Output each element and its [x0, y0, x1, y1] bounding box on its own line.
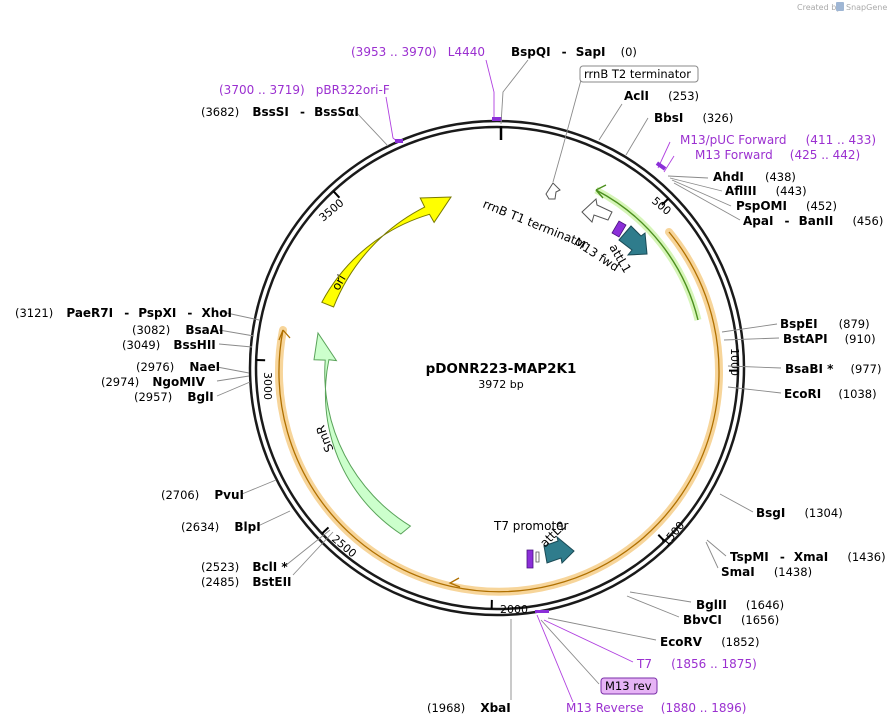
- ngomiv-label: (2974) NgoMIV: [101, 371, 206, 390]
- pbr322ori-f-primer-label: (3700 .. 3719) pBR322ori-F: [219, 79, 390, 98]
- plasmid-length: 3972 bp: [478, 378, 523, 391]
- l4440-primer-label: (3953 .. 3970) L4440: [351, 41, 485, 60]
- tick-mark-500: [661, 197, 670, 206]
- bsteii-label: (2485) BstEII: [201, 571, 292, 590]
- bgli-label: (2957) BglI: [134, 386, 214, 405]
- tick-label-2000: 2000: [500, 603, 528, 616]
- ori-label: ori: [329, 272, 349, 293]
- snapgene-logo-icon: [836, 2, 844, 11]
- smr-feature-arrow: [313, 331, 412, 535]
- bsgi-label: BsgI (1304): [756, 502, 843, 521]
- bsabi-label: BsaBI * (977): [785, 358, 881, 377]
- watermark-created-by: Created by: [797, 3, 841, 12]
- rrnb-t1-terminator-arrow: [581, 198, 613, 223]
- bsshii-label: (3049) BssHII: [122, 334, 216, 353]
- apai-banii-label: ApaI - BanII (456): [743, 210, 883, 229]
- pspomi-label: PspOMI (452): [736, 195, 837, 214]
- m13-rev-label-box: [600, 677, 658, 695]
- orf-highlight: [275, 228, 723, 596]
- rrnb-t2-terminator-label: rrnB T2 terminator: [584, 67, 691, 81]
- tspmi-xmai-label: TspMI - XmaI (1436): [730, 546, 886, 565]
- paer7i-pspxi-xhoi-label: (3121) PaeR7I - PspXI - XhoI: [15, 302, 232, 321]
- plasmid-name: pDONR223-MAP2K1: [426, 361, 577, 377]
- tick-mark-3500: [332, 190, 341, 199]
- bglii-label: BglII (1646): [696, 594, 784, 613]
- aflii-label: AflIII (443): [725, 180, 807, 199]
- naei-label: (2976) NaeI: [136, 356, 220, 375]
- m13-puc-forward-label: M13/pUC Forward (411 .. 433): [680, 129, 876, 148]
- ori-feature-arrow: [321, 196, 452, 308]
- watermark-brand: SnapGene: [846, 3, 887, 12]
- bsaai-label: (3082) BsaAI: [132, 319, 223, 338]
- tick-label-1000: 1000: [728, 348, 741, 376]
- tick-label-3000: 3000: [261, 372, 274, 400]
- m13-reverse-label: M13 Reverse (1880 .. 1896): [566, 697, 746, 716]
- tick-mark-1500: [657, 534, 666, 542]
- attl2-feature-arrow: [543, 535, 575, 565]
- bbsi-label: BbsI (326): [654, 107, 733, 126]
- rrnb-t2-label-box: [579, 65, 699, 83]
- t7-promoter-label: T7 promoter: [493, 519, 569, 533]
- tick-label-3500: 3500: [317, 196, 347, 224]
- m13-fwd-primer-mark: [611, 220, 627, 238]
- blpi-label: (2634) BlpI: [181, 516, 261, 535]
- backbone-inner-circle: [254, 125, 740, 611]
- green-feature-arc: [594, 184, 702, 321]
- smai-label: SmaI (1438): [721, 561, 812, 580]
- bsssi-bsssai-label: (3682) BssSI - BssSαI: [201, 101, 359, 120]
- label-leader-lines: [216, 59, 782, 703]
- bbvci-label: BbvCI (1656): [683, 609, 779, 628]
- t7-primer-mark: [526, 549, 534, 569]
- bspei-label: BspEI (879): [780, 313, 870, 332]
- ecorv-label: EcoRV (1852): [660, 631, 759, 650]
- bcli-label: (2523) BclI *: [201, 556, 288, 575]
- m13-forward-label: M13 Forward (425 .. 442): [695, 144, 860, 163]
- tick-marks: [256, 190, 738, 609]
- m13-rev-label: M13 rev: [605, 679, 652, 693]
- attl1-feature-arrow: [618, 225, 648, 256]
- bspqi-sapi-label: BspQI - SapI (0): [511, 41, 637, 60]
- ecori-label: EcoRI (1038): [784, 383, 877, 402]
- xbai-label: (1968) XbaI: [427, 697, 511, 716]
- ahdi-label: AhdI (438): [713, 166, 796, 185]
- pvui-label: (2706) PvuI: [161, 484, 244, 503]
- bstapi-label: BstAPI (910): [783, 328, 876, 347]
- t7-promoter-mark: [535, 551, 540, 563]
- acli-label: AclI (253): [624, 85, 699, 104]
- rrnb-t2-terminator-arrow: [545, 182, 561, 200]
- tick-label-500: 500: [649, 194, 673, 217]
- t7-primer-label: T7 (1856 .. 1875): [636, 653, 757, 672]
- tick-mark-2500: [321, 526, 330, 535]
